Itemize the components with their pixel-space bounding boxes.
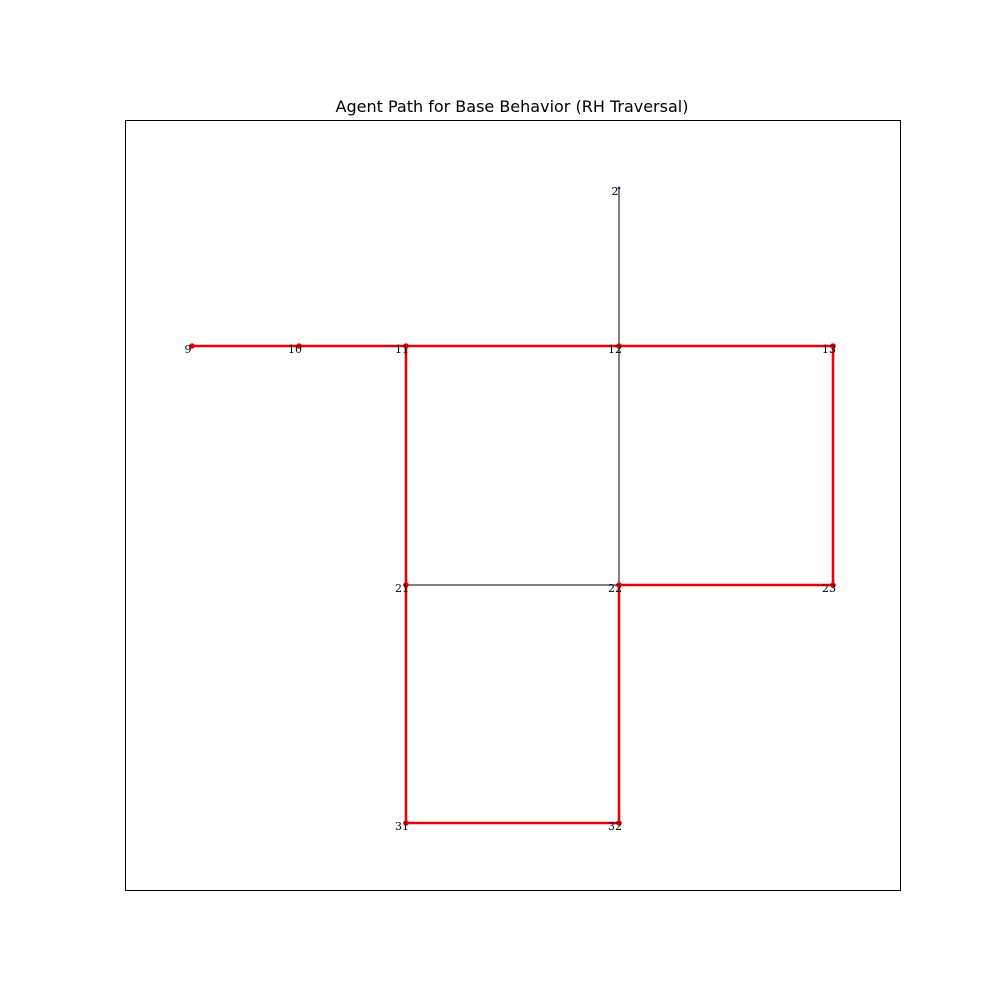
node-label-23: 23 bbox=[822, 582, 836, 595]
axes-frame bbox=[125, 120, 901, 891]
node-10 bbox=[296, 343, 302, 349]
node-label-22: 22 bbox=[608, 582, 622, 595]
node-label-10: 10 bbox=[288, 343, 302, 356]
node-label-12: 12 bbox=[608, 343, 622, 356]
node-label-11: 11 bbox=[395, 343, 409, 356]
node-11 bbox=[403, 343, 409, 349]
node-12 bbox=[616, 343, 622, 349]
node-31 bbox=[403, 820, 409, 826]
node-label-9: 9 bbox=[185, 343, 192, 356]
graph-nodes bbox=[189, 186, 836, 826]
node-label-13: 13 bbox=[822, 343, 836, 356]
node-2 bbox=[617, 186, 621, 190]
node-32 bbox=[616, 820, 622, 826]
node-label-21: 21 bbox=[395, 582, 409, 595]
node-labels: 2 9 10 11 12 13 21 22 23 31 32 bbox=[185, 185, 837, 833]
node-13 bbox=[830, 343, 836, 349]
node-label-31: 31 bbox=[395, 820, 409, 833]
graph-edges bbox=[192, 188, 834, 824]
chart-title: Agent Path for Base Behavior (RH Travers… bbox=[336, 97, 689, 116]
node-23 bbox=[830, 582, 836, 588]
agent-path bbox=[190, 344, 835, 825]
node-21 bbox=[403, 582, 409, 588]
node-22 bbox=[616, 582, 622, 588]
node-9 bbox=[189, 343, 195, 349]
node-label-2: 2 bbox=[612, 185, 619, 198]
node-label-32: 32 bbox=[608, 820, 622, 833]
